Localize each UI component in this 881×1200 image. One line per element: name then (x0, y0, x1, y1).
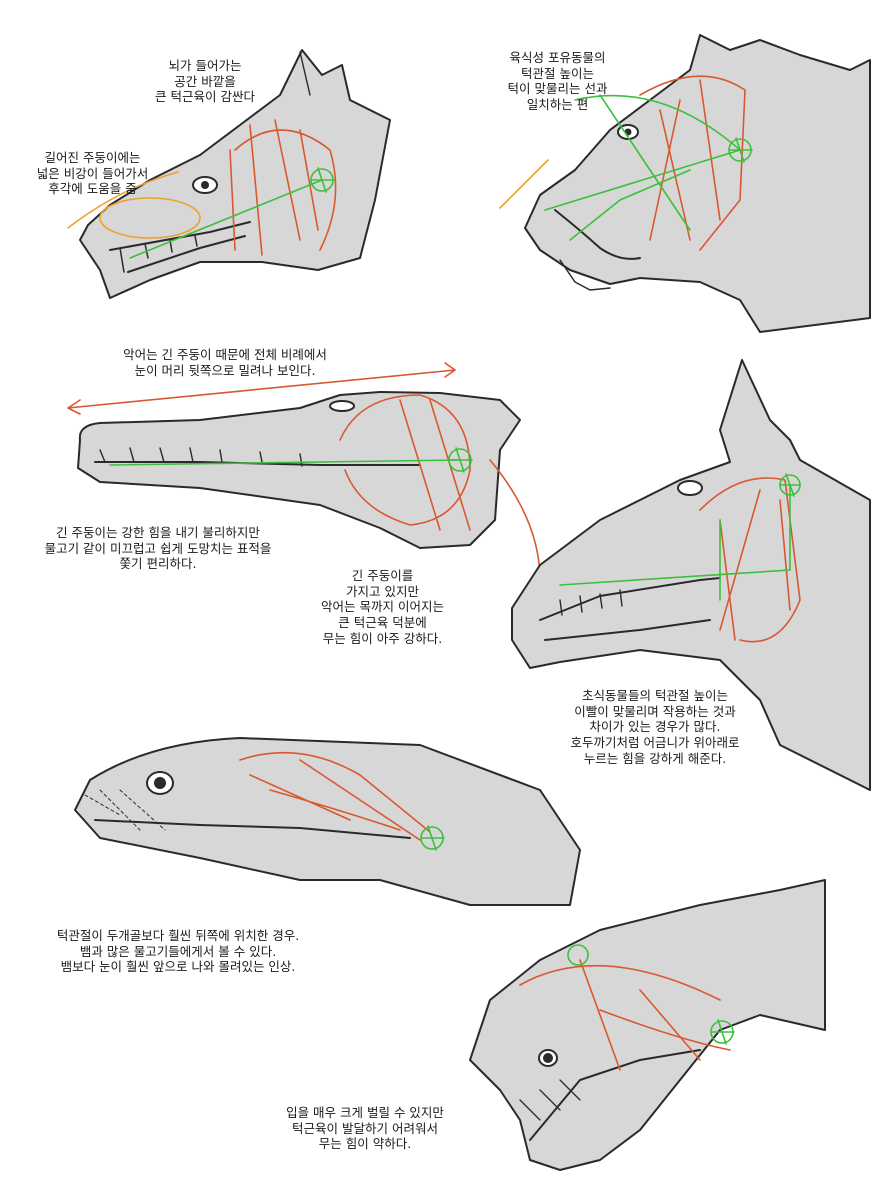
note-line: 호두까기처럼 어금니가 위아래로 (570, 734, 740, 750)
note-line: 일치하는 편 (526, 96, 589, 112)
note-cat-joint: 육식성 포유동물의 턱관절 높이는 턱이 맞물리는 선과 일치하는 편 (490, 50, 625, 113)
note-line: 누르는 힘을 강하게 해준다. (583, 750, 727, 766)
horse-head-sketch (511, 359, 871, 791)
note-croc-eye: 악어는 긴 주둥이 때문에 전체 비례에서 눈이 머리 뒷쪽으로 밀려나 보인다… (80, 347, 370, 378)
cat-snout-marker (499, 159, 549, 209)
cat-jaw-lines (544, 94, 753, 241)
note-croc-snout: 긴 주둥이는 강한 힘을 내기 불리하지만 물고기 같이 미끄럽고 쉽게 도망치… (8, 525, 308, 572)
cat-head-sketch (524, 34, 871, 333)
snake-head-sketch (74, 737, 581, 906)
wolf-head-sketch (79, 49, 391, 299)
snake-jaw-joint (420, 825, 445, 851)
note-line: 쫓기 편리하다. (119, 556, 197, 572)
note-line: 이빨이 맞물리며 작용하는 것과 (574, 703, 736, 719)
horse-muscle-lines (699, 477, 801, 643)
wolf-snout-marker (67, 171, 201, 239)
note-line: 길어진 주둥이에는 (44, 150, 141, 165)
horse-jaw-line (559, 473, 801, 601)
note-line: 뱀보다 눈이 훨씬 앞으로 나와 몰려있는 인상. (60, 959, 296, 975)
snake-muscle-lines (239, 751, 431, 841)
note-croc-muscle: 긴 주둥이를 가지고 있지만 악어는 목까지 이어지는 큰 턱근육 덕분에 무는… (295, 568, 470, 646)
note-line: 넓은 비강이 들어가서 (36, 165, 149, 181)
note-line: 악어는 목까지 이어지는 (321, 599, 444, 615)
note-line: 긴 주둥이를 (351, 568, 414, 583)
note-line: 공간 바깥을 (174, 73, 236, 89)
note-line: 긴 주둥이는 강한 힘을 내기 불리하지만 (56, 525, 260, 540)
note-line: 큰 턱근육이 감싼다 (155, 89, 255, 105)
serpent-muscle-lines (519, 959, 731, 1071)
note-line: 턱근육이 발달하기 어려워서 (292, 1120, 438, 1136)
note-line: 초식동물들의 턱관절 높이는 (582, 688, 728, 703)
wolf-muscle-lines (229, 119, 337, 256)
note-line: 무는 힘이 아주 강하다. (322, 630, 443, 646)
note-wolf-snout: 길어진 주둥이에는 넓은 비강이 들어가서 후각에 도움을 줌 (20, 150, 165, 197)
note-line: 눈이 머리 뒷쪽으로 밀려나 보인다. (134, 362, 316, 378)
crocodile-length-arrow (67, 362, 456, 415)
crocodile-muscle-lines (339, 394, 541, 581)
note-wolf-muscle: 뇌가 들어가는 공간 바깥을 큰 턱근육이 감싼다 (140, 58, 270, 105)
note-line: 턱관절 높이는 (521, 65, 594, 81)
note-snake-joint: 턱관절이 두개골보다 훨씬 뒤쪽에 위치한 경우. 뱀과 많은 물고기들에게서 … (8, 928, 348, 975)
crocodile-jaw-line (109, 447, 473, 473)
note-line: 악어는 긴 주둥이 때문에 전체 비례에서 (123, 347, 327, 362)
serpent-jaw-joint (567, 944, 735, 1045)
note-line: 큰 턱근육 덕분에 (338, 614, 427, 630)
note-line: 턱이 맞물리는 선과 (507, 81, 608, 97)
note-serpent-gape: 입을 매우 크게 벌릴 수 있지만 턱근육이 발달하기 어려워서 무는 힘이 약… (265, 1105, 465, 1152)
note-line: 뇌가 들어가는 (168, 58, 242, 73)
serpent-head-sketch (469, 879, 826, 1171)
cat-muscle-lines (639, 75, 746, 251)
note-line: 후각에 도움을 줌 (48, 181, 137, 197)
note-line: 입을 매우 크게 벌릴 수 있지만 (286, 1105, 444, 1120)
note-line: 무는 힘이 약하다. (318, 1136, 412, 1152)
note-line: 차이가 있는 경우가 많다. (589, 719, 721, 735)
note-line: 턱관절이 두개골보다 훨씬 뒤쪽에 위치한 경우. (56, 928, 300, 943)
note-line: 가지고 있지만 (346, 583, 419, 599)
note-line: 육식성 포유동물의 (509, 50, 606, 65)
note-line: 뱀과 많은 물고기들에게서 볼 수 있다. (79, 943, 277, 959)
note-line: 물고기 같이 미끄럽고 쉽게 도망치는 표적을 (44, 540, 272, 556)
wolf-jaw-line (129, 167, 335, 259)
note-horse-joint: 초식동물들의 턱관절 높이는 이빨이 맞물리며 작용하는 것과 차이가 있는 경… (540, 688, 770, 766)
